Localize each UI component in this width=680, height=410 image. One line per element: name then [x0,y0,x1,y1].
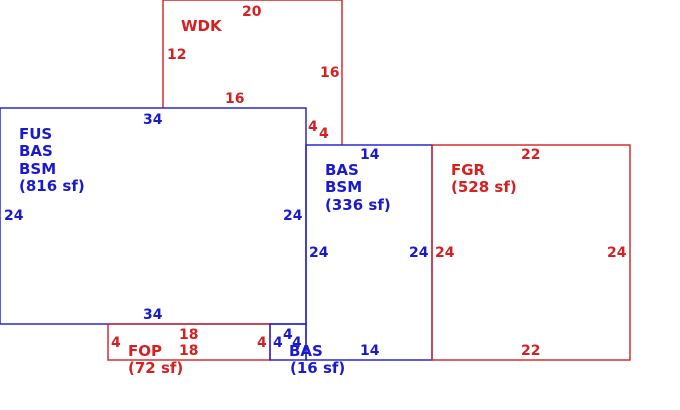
bas-bsm-label-2: BSM [325,178,362,196]
fus-label-2: BAS [19,142,53,160]
bas-bsm-dim-left: 24 [309,245,329,261]
bas-bsm-dim-top: 14 [360,147,380,163]
fus-dim-left: 24 [4,208,24,224]
fop-dim-right: 4 [257,335,267,351]
fop-dim-top: 18 [179,327,198,343]
bas-small-dim-right: 4 [292,335,302,351]
bas-small-outline [269,323,307,361]
wdk-label: WDK [181,17,223,35]
bas-bsm-dim-right: 24 [409,245,429,261]
fgr-dim-bottom: 22 [521,343,540,359]
fus-label-1: FUS [19,125,52,143]
bas-small-label: BAS [289,342,323,360]
fus-area: (816 sf) [19,177,85,195]
fop-dim-bottom: 18 [179,343,198,359]
wdk-dim-top: 20 [242,4,262,20]
bas-small-dim-top: 4 [283,327,293,343]
fop-label: FOP [128,342,162,360]
fgr-dim-right: 24 [607,245,627,261]
fgr-label: FGR [451,161,486,179]
wdk-dim-step-a: 4 [308,119,318,135]
wdk-dim-right: 16 [320,65,339,81]
bas-bsm-dim-bottom: 14 [360,343,380,359]
bas-small-area: (16 sf) [290,359,345,377]
fgr-dim-top: 22 [521,147,540,163]
fus-dim-bottom: 34 [143,307,163,323]
fus-dim-top: 34 [143,112,163,128]
fgr-outline [431,144,631,361]
fus-label-3: BSM [19,160,56,178]
bas-bsm-label-1: BAS [325,161,359,179]
bas-bsm-area: (336 sf) [325,196,391,214]
wdk-dim-step-b: 4 [319,126,329,142]
wdk-dim-left: 12 [167,47,186,63]
fus-dim-right: 24 [283,208,303,224]
fop-dim-left: 4 [111,335,121,351]
wdk-outline [162,0,343,145]
fop-area: (72 sf) [128,359,183,377]
fgr-dim-left: 24 [435,245,455,261]
fgr-area: (528 sf) [451,178,517,196]
bas-small-dim-left: 4 [273,335,283,351]
wdk-dim-bottom: 16 [225,91,244,107]
